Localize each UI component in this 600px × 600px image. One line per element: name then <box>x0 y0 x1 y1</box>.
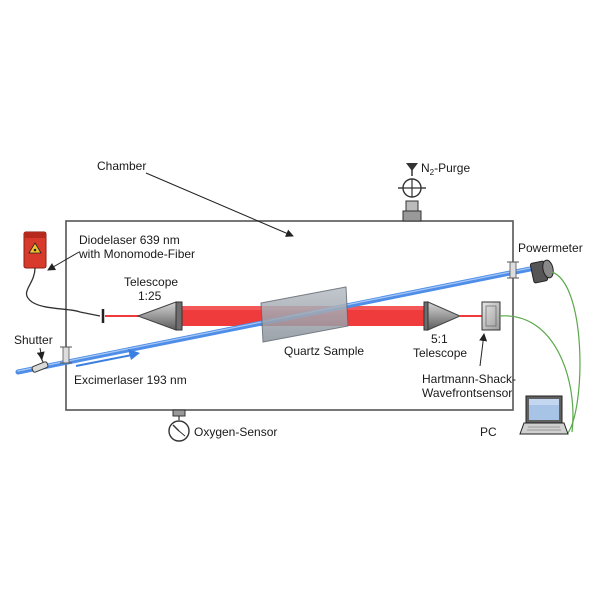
diodelaser-device <box>23 231 47 269</box>
pc-label: PC <box>480 425 497 439</box>
telescope-input <box>136 301 183 331</box>
telescope-output <box>423 301 462 331</box>
laser-warning-icon <box>28 242 42 254</box>
hartmann-label-line2: Wavefrontsensor <box>422 386 512 400</box>
telescope-output-label-line1: 5:1 <box>431 332 448 346</box>
right-window-port <box>507 261 519 279</box>
gauge-icon <box>168 409 190 442</box>
telescope-output-label-line2: Telescope <box>413 346 467 360</box>
telescope-input-label-line1: Telescope <box>124 275 178 289</box>
oxygen-sensor-label: Oxygen-Sensor <box>194 425 277 439</box>
optical-fiber <box>25 267 101 317</box>
telescope-input-label-line2: 1:25 <box>138 289 162 303</box>
quartz-sample-label: Quartz Sample <box>284 344 364 358</box>
laptop-icon <box>519 395 569 435</box>
excimerlaser-label: Excimerlaser 193 nm <box>74 373 187 387</box>
sensor-cable <box>499 315 574 433</box>
shutter-device <box>31 355 49 373</box>
quartz-sample <box>260 286 349 343</box>
hartmann-pointer <box>479 333 488 367</box>
shutter-label: Shutter <box>14 333 53 347</box>
left-window-port <box>60 346 72 364</box>
diodelaser-label-line1: Diodelaser 639 nm <box>79 233 180 247</box>
powermeter-label: Powermeter <box>518 241 583 255</box>
diodelaser-label-line2: with Monomode-Fiber <box>78 247 195 261</box>
excimer-direction-arrow <box>75 354 133 367</box>
chamber-label: Chamber <box>97 159 146 173</box>
powermeter-cable <box>551 271 581 434</box>
hartmann-shack-sensor <box>481 301 501 331</box>
hartmann-label-line1: Hartmann-Shack- <box>422 372 516 386</box>
chamber-pointer <box>145 172 294 237</box>
n2-purge-valve <box>398 163 426 222</box>
n2-purge-label: N2-Purge <box>421 161 470 177</box>
diodelaser-pointer <box>47 251 80 271</box>
shutter-pointer <box>36 347 45 360</box>
powermeter-icon <box>529 259 554 284</box>
